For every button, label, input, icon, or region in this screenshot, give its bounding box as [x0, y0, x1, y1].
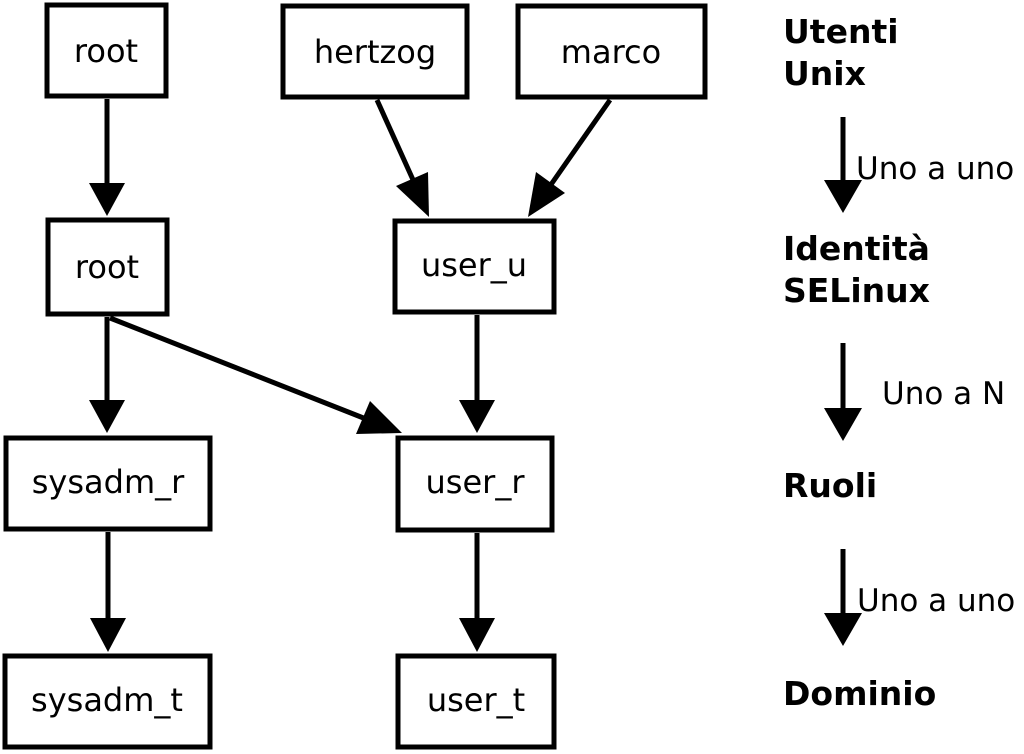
- node-label: user_r: [426, 463, 526, 501]
- legend-relation-label: Uno a uno: [856, 151, 1014, 187]
- node-box: [44, 2, 169, 99]
- edge-rootselinux-to-userr: [109, 315, 402, 434]
- legend-level-utenti-unix: Utenti Unix: [783, 12, 899, 93]
- node-label: user_u: [421, 246, 527, 284]
- arrowhead-down-left-icon: [528, 172, 565, 217]
- legend-level-label-line1: Dominio: [783, 674, 936, 713]
- node-user-t: user_t: [395, 653, 557, 750]
- arrowhead-down-icon: [824, 180, 862, 213]
- legend-level-label-line1: Ruoli: [783, 466, 877, 505]
- node-box: [395, 435, 555, 533]
- node-label: marco: [561, 33, 661, 71]
- arrowhead-right-icon: [356, 401, 402, 434]
- node-box: [45, 217, 170, 317]
- edge-useru-to-userr: [459, 315, 495, 433]
- legend-relation-uno-a-n: Uno a N: [824, 343, 1005, 441]
- node-sysadm-t: sysadm_t: [2, 653, 213, 750]
- node-box: [392, 218, 557, 315]
- node-box: [515, 3, 708, 100]
- legend-level-label-line2: Unix: [783, 54, 866, 93]
- arrowhead-down-icon: [90, 618, 126, 652]
- edge-hertzog-to-useru: [374, 98, 429, 217]
- node-label: user_t: [427, 681, 525, 719]
- edge-line: [374, 98, 417, 184]
- node-marco: marco: [515, 3, 708, 100]
- legend-level-ruoli: Ruoli: [783, 466, 877, 505]
- arrowhead-down-icon: [459, 400, 495, 433]
- node-label: hertzog: [314, 33, 436, 71]
- edge-sysadmr-to-sysadmt: [90, 532, 126, 652]
- arrowhead-down-right-icon: [396, 172, 429, 217]
- node-label: root: [75, 248, 139, 286]
- arrowhead-down-icon: [89, 183, 125, 216]
- legend-relation-uno-a-uno-1: Uno a uno: [824, 117, 1014, 213]
- edge-line: [547, 98, 613, 188]
- node-user-r: user_r: [395, 435, 555, 533]
- legend-relation-label: Uno a uno: [857, 583, 1015, 619]
- node-root-selinux: root: [45, 217, 170, 317]
- node-box: [2, 653, 213, 750]
- node-box: [3, 435, 213, 532]
- arrowhead-down-icon: [89, 400, 125, 433]
- node-label: root: [74, 32, 138, 70]
- arrowhead-down-icon: [824, 408, 862, 441]
- legend-level-dominio: Dominio: [783, 674, 936, 713]
- edge-rootselinux-to-sysadmr: [89, 317, 125, 433]
- node-label: sysadm_r: [32, 463, 185, 501]
- legend-relation-uno-a-uno-2: Uno a uno: [824, 549, 1015, 646]
- arrowhead-down-icon: [459, 618, 495, 652]
- node-user-u: user_u: [392, 218, 557, 315]
- edge-userr-to-usert: [459, 533, 495, 652]
- edge-marco-to-useru: [528, 98, 613, 217]
- arrowhead-down-icon: [824, 613, 862, 646]
- node-box: [280, 3, 470, 100]
- legend-relation-label: Uno a N: [882, 376, 1005, 412]
- node-root-unix: root: [44, 2, 169, 99]
- legend-level-label-line1: Utenti: [783, 12, 899, 51]
- edge-line: [109, 315, 367, 422]
- node-hertzog: hertzog: [280, 3, 470, 100]
- node-box: [395, 653, 557, 750]
- legend-level-label-line2: SELinux: [783, 271, 930, 310]
- legend-level-identita-selinux: Identità SELinux: [783, 229, 930, 310]
- node-sysadm-r: sysadm_r: [3, 435, 213, 532]
- legend-level-label-line1: Identità: [783, 229, 930, 268]
- edge-rootunix-to-rootselinux: [89, 99, 125, 216]
- node-label: sysadm_t: [31, 681, 183, 719]
